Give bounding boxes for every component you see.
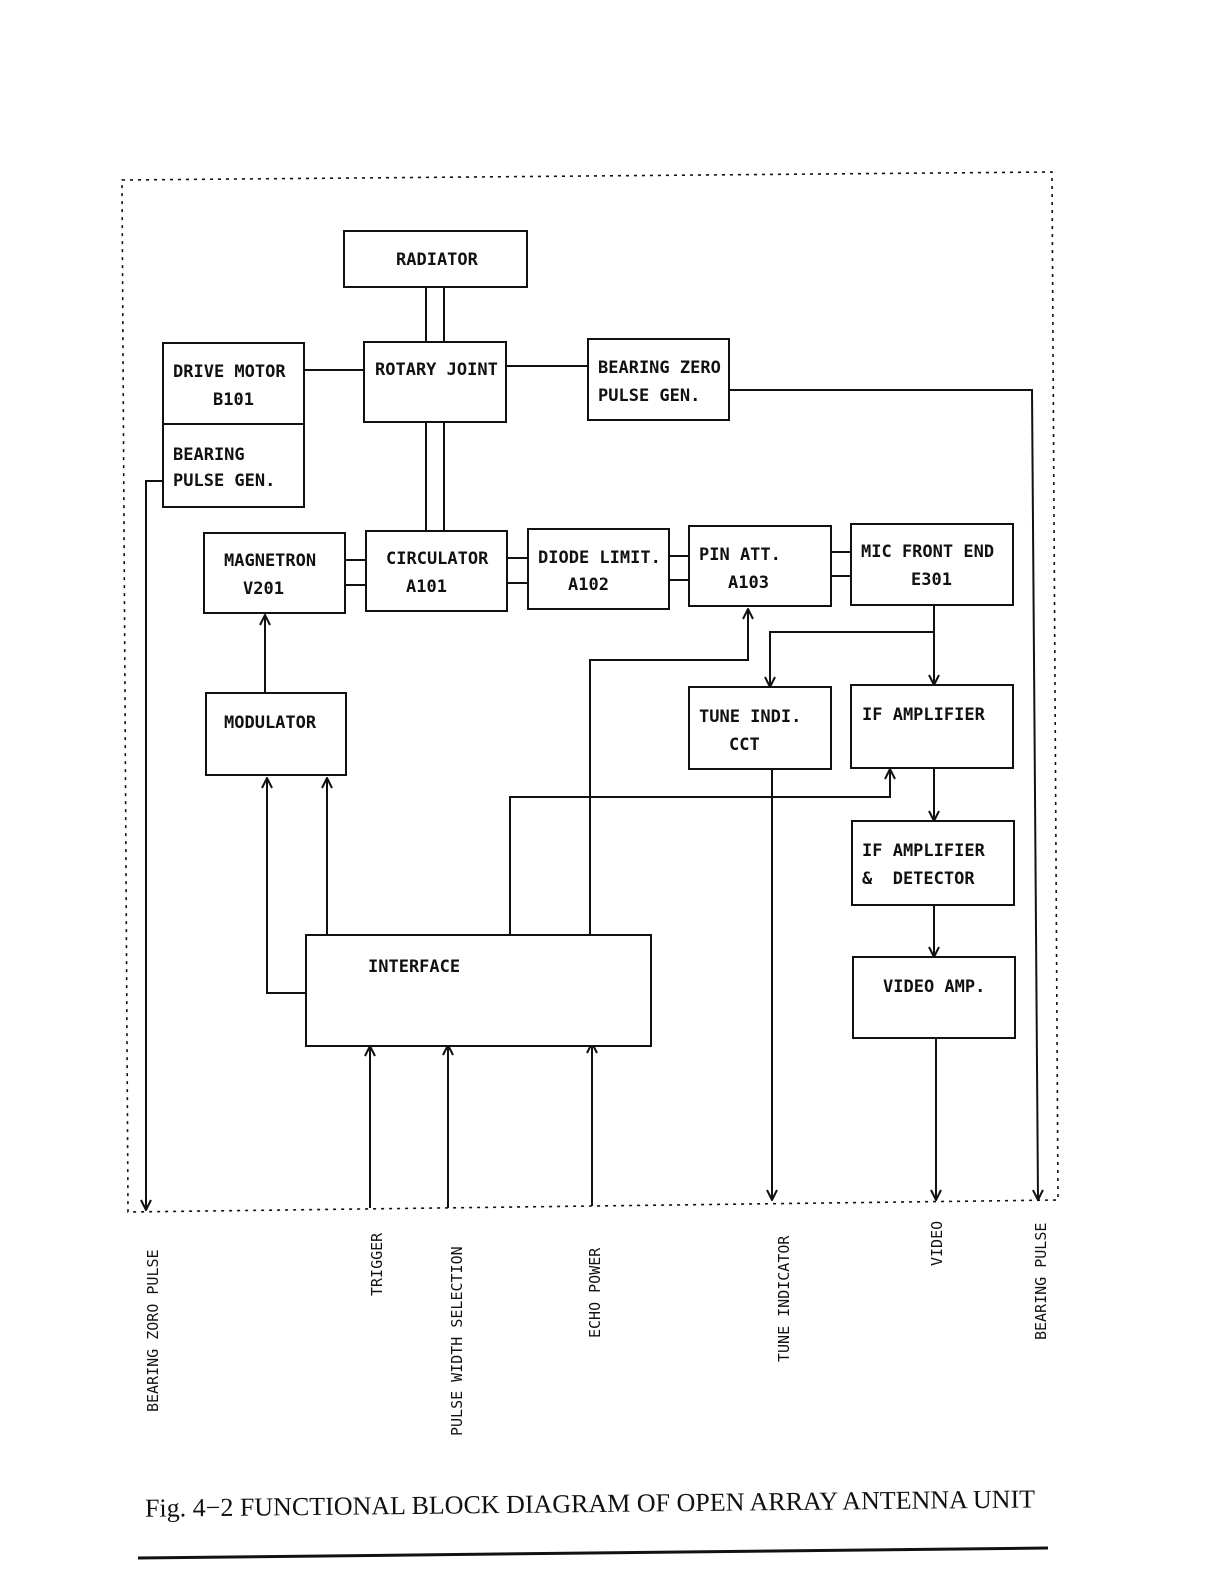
diode-limit-id: A102 <box>568 575 609 595</box>
magnetron-label: MAGNETRON <box>224 551 316 571</box>
svg-text:IF AMPLIFIER: IF AMPLIFIER <box>862 705 986 725</box>
signal-trigger: TRIGGER <box>368 1232 386 1296</box>
svg-text:ROTARY JOINT: ROTARY JOINT <box>375 360 498 380</box>
svg-text:A103: A103 <box>728 573 769 593</box>
circulator-block: CIRCULATOR A101 <box>365 530 508 612</box>
svg-text:DIODE LIMIT.: DIODE LIMIT. <box>538 548 661 568</box>
svg-text:DRIVE MOTOR: DRIVE MOTOR <box>173 362 286 382</box>
modulator-label: MODULATOR <box>224 713 317 733</box>
diode-limit-label: DIODE LIMIT. <box>538 548 661 568</box>
circulator-id: A101 <box>406 577 447 597</box>
caption-rule <box>137 1546 1049 1560</box>
tune-indi-block: TUNE INDI. CCT <box>688 686 832 770</box>
signal-pulse-width-selection: PULSE WIDTH SELECTION <box>448 1246 466 1436</box>
drive-motor-block: DRIVE MOTOR B101 BEARING PULSE GEN. <box>162 342 305 508</box>
circulator-label: CIRCULATOR <box>386 549 489 569</box>
signal-video: VIDEO <box>928 1221 946 1266</box>
unit-boundary <box>121 171 1059 1213</box>
bearing-zero-pulse-gen-block: BEARING ZERO PULSE GEN. <box>587 338 730 421</box>
svg-text:BEARING: BEARING <box>173 445 245 465</box>
svg-text:CIRCULATOR: CIRCULATOR <box>386 549 489 569</box>
svg-text:B101: B101 <box>213 390 254 410</box>
pin-att-id: A103 <box>728 573 769 593</box>
svg-text:PIN ATT.: PIN ATT. <box>699 545 781 565</box>
if-amp-detector-label-1: IF AMPLIFIER <box>862 841 986 861</box>
video-amp-block: VIDEO AMP. <box>852 956 1016 1039</box>
svg-text:BEARING ZERO: BEARING ZERO <box>598 358 721 378</box>
svg-text:ECHO POWER: ECHO POWER <box>586 1247 604 1338</box>
svg-text:MODULATOR: MODULATOR <box>224 713 317 733</box>
drive-motor-label: DRIVE MOTOR <box>173 362 286 382</box>
svg-text:CCT: CCT <box>729 735 760 755</box>
interface-label: INTERFACE <box>368 957 460 977</box>
svg-text:TUNE INDICATOR: TUNE INDICATOR <box>775 1235 793 1362</box>
signal-bearing-zero-pulse: BEARING ZORO PULSE <box>144 1249 162 1412</box>
drive-motor-id: B101 <box>213 390 254 410</box>
video-amp-label: VIDEO AMP. <box>883 977 985 997</box>
svg-text:TUNE INDI.: TUNE INDI. <box>699 707 801 727</box>
svg-text:V201: V201 <box>243 579 284 599</box>
svg-text:VIDEO: VIDEO <box>928 1221 946 1266</box>
svg-text:BEARING PULSE: BEARING PULSE <box>1032 1223 1050 1340</box>
svg-text:E301: E301 <box>911 570 952 590</box>
svg-text:Fig. 4−2 FUNCTIONAL BLOCK DIAG: Fig. 4−2 FUNCTIONAL BLOCK DIAGRAM OF OPE… <box>145 1484 1035 1522</box>
svg-text:& DETECTOR: & DETECTOR <box>862 869 975 889</box>
diode-limit-block: DIODE LIMIT. A102 <box>527 528 670 610</box>
svg-text:MAGNETRON: MAGNETRON <box>224 551 316 571</box>
signal-labels: BEARING ZORO PULSE TRIGGER PULSE WIDTH S… <box>144 1221 1050 1436</box>
bearing-zero-pulse-gen-label-1: BEARING ZERO <box>598 358 721 378</box>
svg-text:MIC FRONT END: MIC FRONT END <box>861 542 994 562</box>
if-amplifier-block: IF AMPLIFIER <box>850 684 1014 769</box>
bearing-zero-pulse-gen-label-2: PULSE GEN. <box>598 386 700 406</box>
magnetron-id: V201 <box>243 579 284 599</box>
pin-att-label: PIN ATT. <box>699 545 781 565</box>
radiator-label: RADIATOR <box>396 250 479 270</box>
signal-bearing-pulse: BEARING PULSE <box>1032 1223 1050 1340</box>
bearing-pulse-gen-label-1: BEARING <box>173 445 245 465</box>
pin-att-block: PIN ATT. A103 <box>688 525 832 607</box>
figure-caption: Fig. 4−2 FUNCTIONAL BLOCK DIAGRAM OF OPE… <box>145 1484 1035 1522</box>
radiator-block: RADIATOR <box>343 230 528 288</box>
svg-text:PULSE GEN.: PULSE GEN. <box>173 471 275 491</box>
interface-block: INTERFACE <box>305 934 652 1047</box>
tune-indi-id: CCT <box>729 735 760 755</box>
if-amplifier-label: IF AMPLIFIER <box>862 705 986 725</box>
signal-echo-power: ECHO POWER <box>586 1247 604 1338</box>
svg-text:IF AMPLIFIER: IF AMPLIFIER <box>862 841 986 861</box>
svg-text:INTERFACE: INTERFACE <box>368 957 460 977</box>
svg-text:A102: A102 <box>568 575 609 595</box>
mic-front-end-label: MIC FRONT END <box>861 542 994 562</box>
modulator-block: MODULATOR <box>205 692 347 776</box>
svg-text:RADIATOR: RADIATOR <box>396 250 479 270</box>
bearing-pulse-gen-label-2: PULSE GEN. <box>173 471 275 491</box>
svg-text:PULSE WIDTH SELECTION: PULSE WIDTH SELECTION <box>448 1246 466 1436</box>
tune-indi-label: TUNE INDI. <box>699 707 801 727</box>
if-amp-detector-block: IF AMPLIFIER & DETECTOR <box>851 820 1015 906</box>
svg-text:VIDEO AMP.: VIDEO AMP. <box>883 977 985 997</box>
magnetron-block: MAGNETRON V201 <box>203 532 346 614</box>
rotary-joint-block: ROTARY JOINT <box>363 341 507 423</box>
if-amp-detector-label-2: & DETECTOR <box>862 869 975 889</box>
svg-text:PULSE GEN.: PULSE GEN. <box>598 386 700 406</box>
mic-front-end-id: E301 <box>911 570 952 590</box>
rotary-joint-label: ROTARY JOINT <box>375 360 498 380</box>
signal-tune-indicator: TUNE INDICATOR <box>775 1235 793 1362</box>
svg-text:A101: A101 <box>406 577 447 597</box>
connections <box>146 287 1038 1210</box>
mic-front-end-block: MIC FRONT END E301 <box>850 523 1014 606</box>
svg-text:BEARING ZORO PULSE: BEARING ZORO PULSE <box>144 1249 162 1412</box>
svg-text:TRIGGER: TRIGGER <box>368 1232 386 1296</box>
